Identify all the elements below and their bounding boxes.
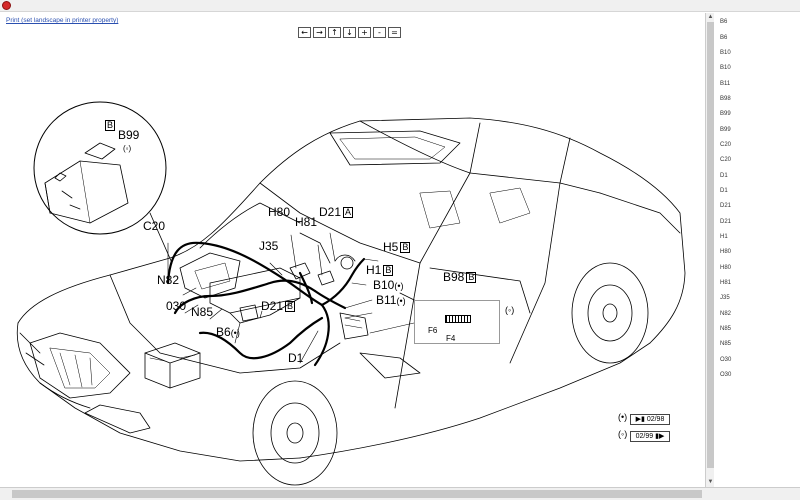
wiring-diagram [16,101,686,486]
component-list-item[interactable]: D21 [720,219,732,225]
zoom-reset-button[interactable]: = [388,27,401,38]
scroll-down-icon[interactable]: ▼ [707,479,714,485]
label-b99-box: B [105,120,116,131]
hollow-dot-symbol: (◦) [618,429,628,439]
component-list: B6 B6 B10 B10 B11 B98 B99 B99 C20 C20 D1… [714,13,800,487]
zoom-pan-toolbar: ← → ↑ ↓ + - = [298,27,401,38]
component-list-item[interactable]: D1 [720,188,728,194]
component-list-item[interactable]: D1 [720,173,728,179]
label-b99-note: (◦) [123,144,132,153]
wiring-harness [166,241,366,367]
label-inset-note: (◦) [505,305,515,315]
label-n85[interactable]: N85 [191,305,214,319]
battery-detail-circle [33,101,173,264]
component-list-item[interactable]: B6 [720,35,728,41]
component-list-item[interactable]: H80 [720,265,732,271]
component-list-item[interactable]: N85 [720,326,732,332]
component-list-item[interactable]: C20 [720,142,732,148]
scroll-up-icon[interactable]: ▲ [707,14,714,20]
label-h80[interactable]: H80 [268,205,291,219]
horizontal-scroll-thumb[interactable] [12,490,702,498]
horizontal-scrollbar[interactable] [0,487,800,500]
engine-bay-components [144,232,369,389]
nav-next-page-button[interactable]: 02/99 ▮▶ [630,431,670,442]
component-list-item[interactable]: N82 [720,311,732,317]
pan-right-button[interactable]: → [313,27,326,38]
component-list-item[interactable]: B99 [720,111,731,117]
component-list-item[interactable]: N85 [720,341,732,347]
pan-up-button[interactable]: ↑ [328,27,341,38]
label-030[interactable]: 030 [166,299,187,313]
label-n82[interactable]: N82 [157,273,180,287]
component-list-item[interactable]: J35 [720,295,730,301]
component-list-item[interactable]: H80 [720,249,732,255]
label-j35[interactable]: J35 [259,239,279,253]
pan-left-button[interactable]: ← [298,27,311,38]
label-f6: F6 [428,326,438,335]
print-link[interactable]: Print (set landscape in printer property… [6,17,119,24]
car-outline [16,117,686,486]
component-list-item[interactable]: B99 [720,127,731,133]
zoom-in-button[interactable]: + [358,27,371,38]
leader-lines [167,232,415,364]
component-list-item[interactable]: B98 [720,96,731,102]
fuse-box-inset: F6 F4 [414,300,500,344]
component-list-item[interactable]: C20 [720,157,732,163]
component-list-item[interactable]: H1 [720,234,728,240]
label-b99[interactable]: B99 [118,128,140,142]
component-list-item[interactable]: H81 [720,280,732,286]
component-list-item[interactable]: B10 [720,50,731,56]
component-list-item[interactable]: B11 [720,81,731,87]
vertical-scrollbar[interactable]: ▲ ▼ [705,13,714,487]
label-b6[interactable]: B6(•) [216,325,240,339]
pan-down-button[interactable]: ↓ [343,27,356,38]
app-icon [2,1,11,10]
component-list-item[interactable]: O30 [720,357,732,363]
component-list-item[interactable]: B10 [720,65,731,71]
scroll-thumb[interactable] [707,22,714,468]
zoom-out-button[interactable]: - [373,27,386,38]
component-list-item[interactable]: O30 [720,372,732,378]
filled-dot-symbol: (•) [618,412,628,422]
label-b11[interactable]: B11(•) [376,293,406,307]
nav-prev-page-button[interactable]: ▶▮ 02/98 [630,414,670,425]
component-list-item[interactable]: B6 [720,19,728,25]
diagram-viewport: Print (set landscape in printer property… [0,13,705,487]
component-list-item[interactable]: D21 [720,203,732,209]
label-b10[interactable]: B10(•) [373,278,404,292]
title-bar [0,0,800,12]
label-f4: F4 [446,334,456,343]
label-h81[interactable]: H81 [295,215,318,229]
label-d1[interactable]: D1 [288,351,304,365]
fuse-strip [445,315,471,323]
label-c20[interactable]: C20 [143,219,166,233]
